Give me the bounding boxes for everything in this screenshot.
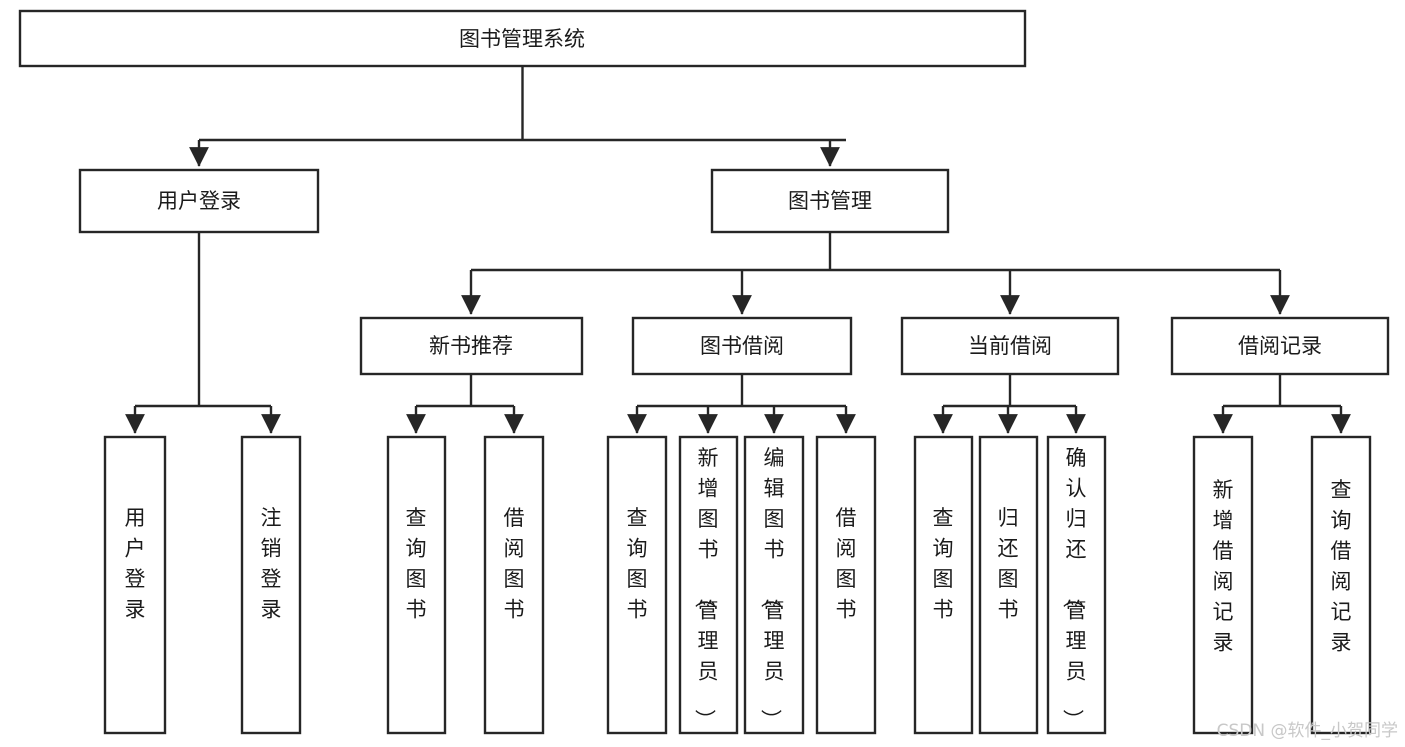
node-current-borrow[interactable]: 当前借阅: [900, 316, 1120, 376]
node-new-book-recommend-label: 新书推荐: [429, 334, 513, 358]
node-user-login[interactable]: 用户登录: [78, 168, 320, 234]
leaf-return-book-box[interactable]: [978, 435, 1039, 735]
leaf-query-book-2-box[interactable]: [606, 435, 668, 735]
leaf-borrow-book-2[interactable]: 借阅图书: [815, 435, 877, 735]
leaf-edit-book-box[interactable]: [743, 435, 805, 735]
leaf-query-book-3[interactable]: 查询图书: [913, 435, 974, 735]
leaf-confirm-return-label: 确认归还（管理员）: [1061, 446, 1087, 730]
node-user-login-label: 用户登录: [157, 189, 241, 213]
leaf-edit-book[interactable]: 编辑图书（管理员）: [743, 435, 805, 735]
leaf-borrow-book-2-box[interactable]: [815, 435, 877, 735]
leaf-query-record-box[interactable]: [1310, 435, 1372, 735]
leaf-borrow-book-2-label: 借阅图书: [836, 506, 857, 622]
leaf-query-book-3-box[interactable]: [913, 435, 974, 735]
node-current-borrow-label: 当前借阅: [968, 334, 1052, 358]
leaf-confirm-return[interactable]: 确认归还（管理员）: [1046, 435, 1107, 735]
leaf-add-record-box[interactable]: [1192, 435, 1254, 735]
node-book-borrow[interactable]: 图书借阅: [631, 316, 853, 376]
node-borrow-record-label: 借阅记录: [1238, 334, 1322, 358]
node-new-book-recommend-box[interactable]: [359, 316, 584, 376]
node-user-login-box[interactable]: [78, 168, 320, 234]
leaf-query-book-1-label: 查询图书: [406, 506, 427, 622]
leaf-query-book-1[interactable]: 查询图书: [386, 435, 447, 735]
leaf-query-book-2-label: 查询图书: [627, 506, 648, 622]
node-root-box[interactable]: [18, 9, 1027, 68]
leaf-borrow-book-1[interactable]: 借阅图书: [483, 435, 545, 735]
node-root-label: 图书管理系统: [459, 27, 585, 51]
leaf-user-login-label: 用户登录: [125, 506, 146, 622]
leaf-borrow-book-1-box[interactable]: [483, 435, 545, 735]
leaf-return-book[interactable]: 归还图书: [978, 435, 1039, 735]
node-book-borrow-label: 图书借阅: [700, 334, 784, 358]
leaf-logout-box[interactable]: [240, 435, 302, 735]
node-book-borrow-box[interactable]: [631, 316, 853, 376]
leaf-edit-book-label: 编辑图书（管理员）: [759, 446, 785, 730]
node-new-book-recommend[interactable]: 新书推荐: [359, 316, 584, 376]
leaf-query-record[interactable]: 查询借阅记录: [1310, 435, 1372, 735]
leaf-logout[interactable]: 注销登录: [240, 435, 302, 735]
node-book-manage-box[interactable]: [710, 168, 950, 234]
leaf-query-book-3-label: 查询图书: [933, 506, 954, 622]
leaf-user-login-box[interactable]: [103, 435, 167, 735]
node-root[interactable]: 图书管理系统: [18, 9, 1027, 68]
leaf-logout-label: 注销登录: [261, 506, 282, 622]
csdn-watermark: CSDN @软件_小贺同学: [1217, 721, 1398, 741]
leaf-query-book-1-box[interactable]: [386, 435, 447, 735]
leaf-add-record[interactable]: 新增借阅记录: [1192, 435, 1254, 735]
leaf-borrow-book-1-label: 借阅图书: [504, 506, 525, 622]
node-book-manage[interactable]: 图书管理: [710, 168, 950, 234]
node-borrow-record[interactable]: 借阅记录: [1170, 316, 1390, 376]
leaf-add-book-box[interactable]: [678, 435, 739, 735]
edges-layer: [125, 66, 1351, 434]
leaf-confirm-return-box[interactable]: [1046, 435, 1107, 735]
leaf-add-record-label: 新增借阅记录: [1213, 478, 1234, 655]
leaf-user-login[interactable]: 用户登录: [103, 435, 167, 735]
leaf-query-book-2[interactable]: 查询图书: [606, 435, 668, 735]
node-book-manage-label: 图书管理: [788, 189, 872, 213]
node-borrow-record-box[interactable]: [1170, 316, 1390, 376]
leaf-add-book[interactable]: 新增图书（管理员）: [678, 435, 739, 735]
node-current-borrow-box[interactable]: [900, 316, 1120, 376]
leaf-add-book-label: 新增图书（管理员）: [693, 446, 719, 730]
leaf-return-book-label: 归还图书: [998, 506, 1019, 622]
leaf-query-record-label: 查询借阅记录: [1331, 478, 1352, 655]
